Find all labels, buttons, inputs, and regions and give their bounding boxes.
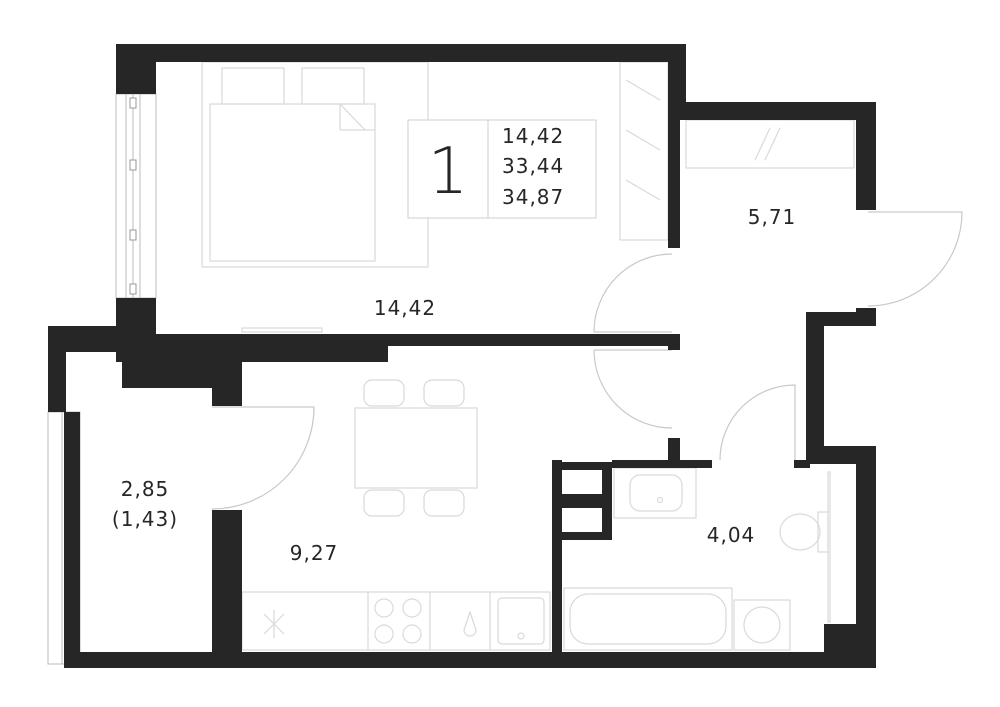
washbasin-icon bbox=[613, 467, 697, 519]
kitchen-door bbox=[593, 349, 673, 429]
living-area: 14,42 bbox=[502, 124, 564, 148]
bathroom-wall-line bbox=[827, 471, 831, 623]
stove-icon bbox=[374, 598, 422, 644]
doors bbox=[211, 211, 963, 510]
hallway-area-label: 5,71 bbox=[748, 205, 797, 229]
bedroom-area-label: 14,42 bbox=[374, 296, 436, 320]
rooms-count: 1 bbox=[428, 135, 469, 209]
bathroom-area-label: 4,04 bbox=[707, 523, 756, 547]
balcony-area-label: 2,85 bbox=[121, 477, 170, 501]
bed-icon bbox=[201, 61, 429, 268]
apartment-summary: 1 14,42 33,44 34,87 bbox=[407, 119, 597, 219]
total-area: 33,44 bbox=[502, 154, 564, 178]
total-area-with-balcony: 34,87 bbox=[502, 185, 564, 209]
dining-table-icon bbox=[354, 379, 478, 517]
bedroom-door bbox=[593, 253, 673, 333]
furniture bbox=[201, 61, 855, 651]
washing-machine-icon bbox=[733, 599, 791, 651]
kitchen-area-label: 9,27 bbox=[290, 541, 339, 565]
ventilation-shaft bbox=[554, 462, 612, 540]
room-labels: 14,42 5,71 9,27 4,04 2,85 (1,43) bbox=[112, 205, 797, 565]
wardrobe-icon bbox=[619, 61, 669, 241]
bathroom-door bbox=[719, 384, 796, 461]
balcony-door bbox=[211, 406, 315, 510]
bedroom-window bbox=[115, 93, 157, 299]
kitchen-sink-icon bbox=[497, 597, 545, 645]
hallway-wardrobe-icon bbox=[685, 119, 855, 169]
kitchen-counter-icon bbox=[241, 591, 551, 651]
radiator-icon bbox=[241, 327, 323, 333]
entrance-door bbox=[867, 211, 963, 307]
hood-icon bbox=[263, 610, 285, 638]
toilet-icon bbox=[779, 511, 829, 553]
balcony-reduced-area-label: (1,43) bbox=[112, 507, 178, 531]
bathtub-icon bbox=[563, 587, 733, 651]
drop-icon bbox=[463, 610, 477, 637]
walls bbox=[48, 44, 876, 668]
